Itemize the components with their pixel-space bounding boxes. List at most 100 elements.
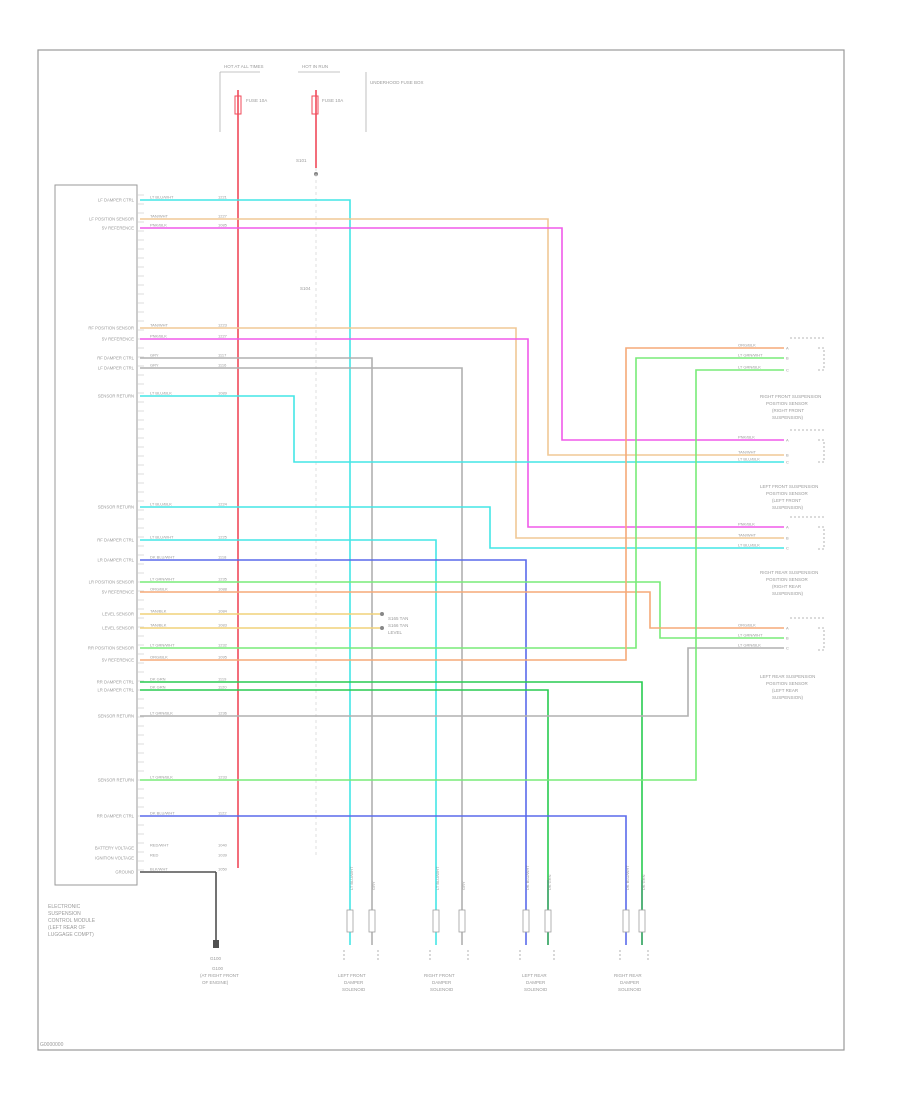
pin-label: 5V REFERENCE bbox=[102, 658, 134, 663]
pin-circuit-number: 1223 bbox=[218, 323, 228, 328]
damper-connector-icon bbox=[346, 909, 354, 933]
wire-harness bbox=[140, 90, 760, 880]
damper-rf-label-2: DAMPER bbox=[432, 980, 452, 985]
pin-label: LEVEL SENSOR bbox=[102, 626, 134, 631]
wire-rf-5v-ref bbox=[140, 338, 760, 528]
sensor-wire-label: PNK/BLK bbox=[738, 435, 755, 440]
wire-lf-damper-ctrl bbox=[140, 199, 351, 880]
wire-rf-position-sensor bbox=[140, 327, 760, 539]
damper-solenoid-icon bbox=[429, 950, 469, 962]
pin-circuit-number: 1227 bbox=[218, 334, 228, 339]
pin-circuit-number: 1122 bbox=[218, 811, 227, 816]
sensor-pin-label: C bbox=[786, 646, 789, 651]
ground-splice-label: S104 bbox=[300, 286, 311, 291]
pin-label: LF DAMPER CTRL bbox=[98, 366, 135, 371]
wire-sensor-return-3 bbox=[140, 647, 760, 717]
footer-code: G0000000 bbox=[40, 1042, 64, 1048]
damper-wire-label: GRY bbox=[461, 881, 466, 890]
pin-wire-color: RED bbox=[150, 853, 159, 858]
wire-lr-position-sensor bbox=[140, 581, 760, 639]
pin-wire-color: LT GRN/WHT bbox=[150, 643, 175, 648]
pin-wire-color: TAN/BLK bbox=[150, 609, 167, 614]
module-box bbox=[54, 184, 138, 886]
fuse-2-label: FUSE 10A bbox=[322, 98, 343, 103]
sensor-pin-label: A bbox=[786, 346, 789, 351]
strut-lf-label-4: SUSPENSION) bbox=[772, 505, 804, 510]
wire-sensor-return-2 bbox=[140, 506, 760, 549]
pin-label: RR DAMPER CTRL bbox=[97, 814, 135, 819]
sensor-wire-label: ORG/BLK bbox=[738, 343, 756, 348]
pin-wire-color: DK BLU/WHT bbox=[150, 555, 175, 560]
module-label-line-1: ELECTRONIC bbox=[48, 904, 81, 910]
splice-dot-level-2 bbox=[380, 626, 384, 630]
pin-circuit-number: 1095 bbox=[218, 655, 228, 660]
pin-label: RR POSITION SENSOR bbox=[88, 646, 134, 651]
splice-label: S101 bbox=[296, 158, 307, 163]
damper-lr-label-2: DAMPER bbox=[526, 980, 546, 985]
wire-lr-damper-ctrl bbox=[140, 559, 527, 880]
level-sensor-splice: S165 TAN S166 TAN LEVEL bbox=[388, 616, 408, 635]
sensor-pin-label: A bbox=[786, 525, 789, 530]
damper-labels: LEFT FRONT DAMPER SOLENOID RIGHT FRONT D… bbox=[338, 973, 642, 992]
pin-wire-color: TAN/WHT bbox=[150, 214, 168, 219]
power-feed: HOT AT ALL TIMES HOT IN RUN UNDERHOOD FU… bbox=[219, 64, 424, 291]
pin-label: RF DAMPER CTRL bbox=[97, 356, 134, 361]
wire-rr-damper-ctrl bbox=[140, 681, 643, 880]
pin-wire-color: LT GRN/BLK bbox=[150, 711, 173, 716]
strut-lf-label-3: (LEFT FRONT bbox=[772, 498, 801, 503]
pin-circuit-number: 1117 bbox=[218, 353, 227, 358]
damper-wire-label: DK BLU/WHT bbox=[525, 865, 530, 890]
sensor-connector-icon bbox=[818, 526, 825, 550]
pin-label: LEVEL SENSOR bbox=[102, 612, 134, 617]
sensor-pin-label: B bbox=[786, 356, 789, 361]
damper-solenoid-icon bbox=[343, 950, 379, 962]
sensor-connector-icon bbox=[818, 627, 825, 651]
wire-lr-damper-dk-grn bbox=[140, 689, 549, 880]
damper-lr-label-1: LEFT REAR bbox=[522, 973, 547, 978]
pin-label: BATTERY VOLTAGE bbox=[95, 846, 134, 851]
pin-wire-color: DK BLU/WHT bbox=[150, 811, 175, 816]
pin-label: 5V REFERENCE bbox=[102, 226, 134, 231]
pin-wire-color: LT BLU/BLK bbox=[150, 502, 172, 507]
wire-sensor-return-1 bbox=[140, 395, 760, 463]
wire-rr-5v-ref bbox=[140, 347, 760, 661]
pin-wire-color: DK GRN bbox=[150, 677, 166, 682]
damper-wire-label: DK BLU/WHT bbox=[625, 865, 630, 890]
power-source-1-label: HOT AT ALL TIMES bbox=[224, 64, 264, 69]
wire-rf-damper-ctrl bbox=[140, 539, 437, 880]
strut-lr-label-1: LEFT REAR SUSPENSION bbox=[760, 674, 815, 679]
strut-rf-label-1: RIGHT FRONT SUSPENSION bbox=[760, 394, 821, 399]
pin-wire-color: ORG/BLK bbox=[150, 655, 168, 660]
ground-label-3: OF ENGINE) bbox=[202, 980, 229, 985]
damper-connector-icon bbox=[458, 909, 466, 933]
sensor-pin-label: B bbox=[786, 636, 789, 641]
fuse-2-icon bbox=[311, 95, 319, 115]
pin-circuit-number: 1221 bbox=[218, 195, 228, 200]
damper-connector-icon bbox=[522, 909, 530, 933]
wire-sensor-return-4 bbox=[140, 369, 760, 781]
strut-rr-label-2: POSITION SENSOR bbox=[766, 577, 809, 582]
pin-circuit-number: 1040 bbox=[218, 843, 228, 848]
damper-connector-icon bbox=[432, 909, 440, 933]
splice-dot-level-1 bbox=[380, 612, 384, 616]
sensor-wire-label: LT GRN/WHT bbox=[738, 633, 763, 638]
sensor-wire-label: TAN/WHT bbox=[738, 533, 756, 538]
pin-circuit-number: 1227 bbox=[218, 214, 228, 219]
damper-rr-label-3: SOLENOID bbox=[618, 987, 642, 992]
module-label-line-3: CONTROL MODULE bbox=[48, 918, 96, 924]
pin-label: GROUND bbox=[115, 870, 134, 875]
pin-label: LR DAMPER CTRL bbox=[97, 558, 134, 563]
sensor-wire-label: LT BLU/BLK bbox=[738, 457, 760, 462]
ground-connector-icon bbox=[213, 940, 219, 948]
pin-wire-color: TAN/WHT bbox=[150, 323, 168, 328]
strut-rf-label-3: (RIGHT FRONT bbox=[772, 408, 804, 413]
strut-lf-label-1: LEFT FRONT SUSPENSION bbox=[760, 484, 818, 489]
pin-label: 5V REFERENCE bbox=[102, 337, 134, 342]
pin-label: IGNITION VOLTAGE bbox=[95, 856, 134, 861]
pin-wire-color: RED/WHT bbox=[150, 843, 169, 848]
pin-circuit-number: 1116 bbox=[218, 363, 227, 368]
sensor-pin-label: A bbox=[786, 626, 789, 631]
power-source-2-label: HOT IN RUN bbox=[302, 64, 328, 69]
